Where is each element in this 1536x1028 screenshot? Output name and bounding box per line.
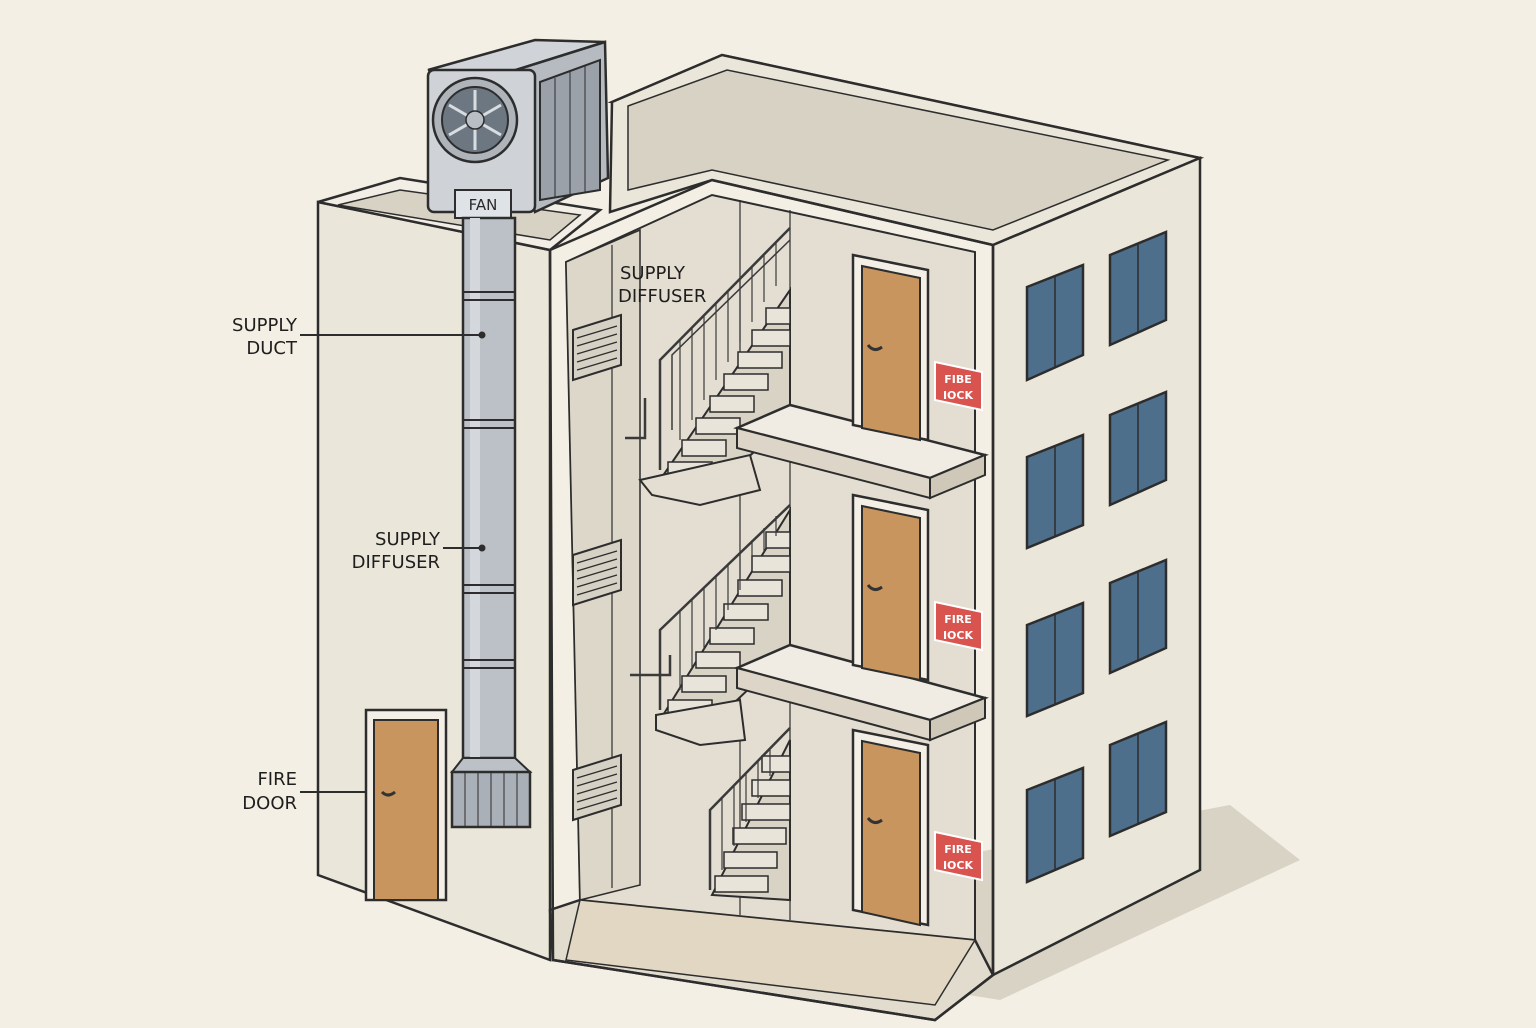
supply-diffuser-top-label: DIFFUSER — [618, 286, 706, 307]
sign-text: IOCK — [943, 629, 974, 642]
supply-diffuser-label: SUPPLY — [375, 529, 441, 550]
sign-text: IOCK — [943, 389, 974, 402]
supply-diffuser-label: DIFFUSER — [352, 552, 440, 573]
stair-door-middle — [851, 493, 930, 682]
supply-duct — [449, 216, 533, 829]
sign-text: FIRE — [944, 843, 972, 856]
fire-door-label: FIRE — [257, 769, 297, 790]
fan-unit — [426, 38, 610, 219]
fire-lock-sign: FIRE IOCK — [934, 830, 983, 882]
stair-door-upper — [851, 253, 930, 442]
supply-diffuser-grille — [572, 753, 622, 822]
supply-diffuser-top-label: SUPPLY — [620, 263, 686, 284]
fire-lock-sign: FIBE IOCK — [934, 360, 983, 412]
supply-duct-label: SUPPLY — [232, 315, 298, 336]
shaft-floor — [565, 899, 977, 1006]
sign-text: FIBE — [944, 373, 972, 386]
supply-duct-label: DUCT — [246, 338, 298, 359]
landing-upper — [733, 403, 989, 500]
supply-diffuser-grille — [572, 313, 622, 382]
door-handle-icon — [380, 790, 396, 797]
left-fire-door — [364, 708, 448, 902]
fire-door-label: DOOR — [242, 793, 297, 814]
sign-text: IOCK — [943, 859, 974, 872]
fan-label: FAN — [469, 196, 498, 214]
stair-door-lower — [851, 728, 930, 927]
door-handle-icon — [866, 817, 883, 825]
door-handle-icon — [866, 584, 883, 592]
fire-lock-sign: FIRE IOCK — [934, 600, 983, 652]
stair-flight-lower — [708, 727, 791, 902]
stair-shaft-frame — [548, 178, 995, 1022]
supply-diffuser-grille — [572, 538, 622, 607]
door-handle-icon — [866, 344, 883, 352]
roof-inner — [627, 69, 1171, 231]
right-facade — [991, 156, 1202, 978]
landing-middle — [733, 643, 989, 742]
sign-text: FIRE — [944, 613, 972, 626]
